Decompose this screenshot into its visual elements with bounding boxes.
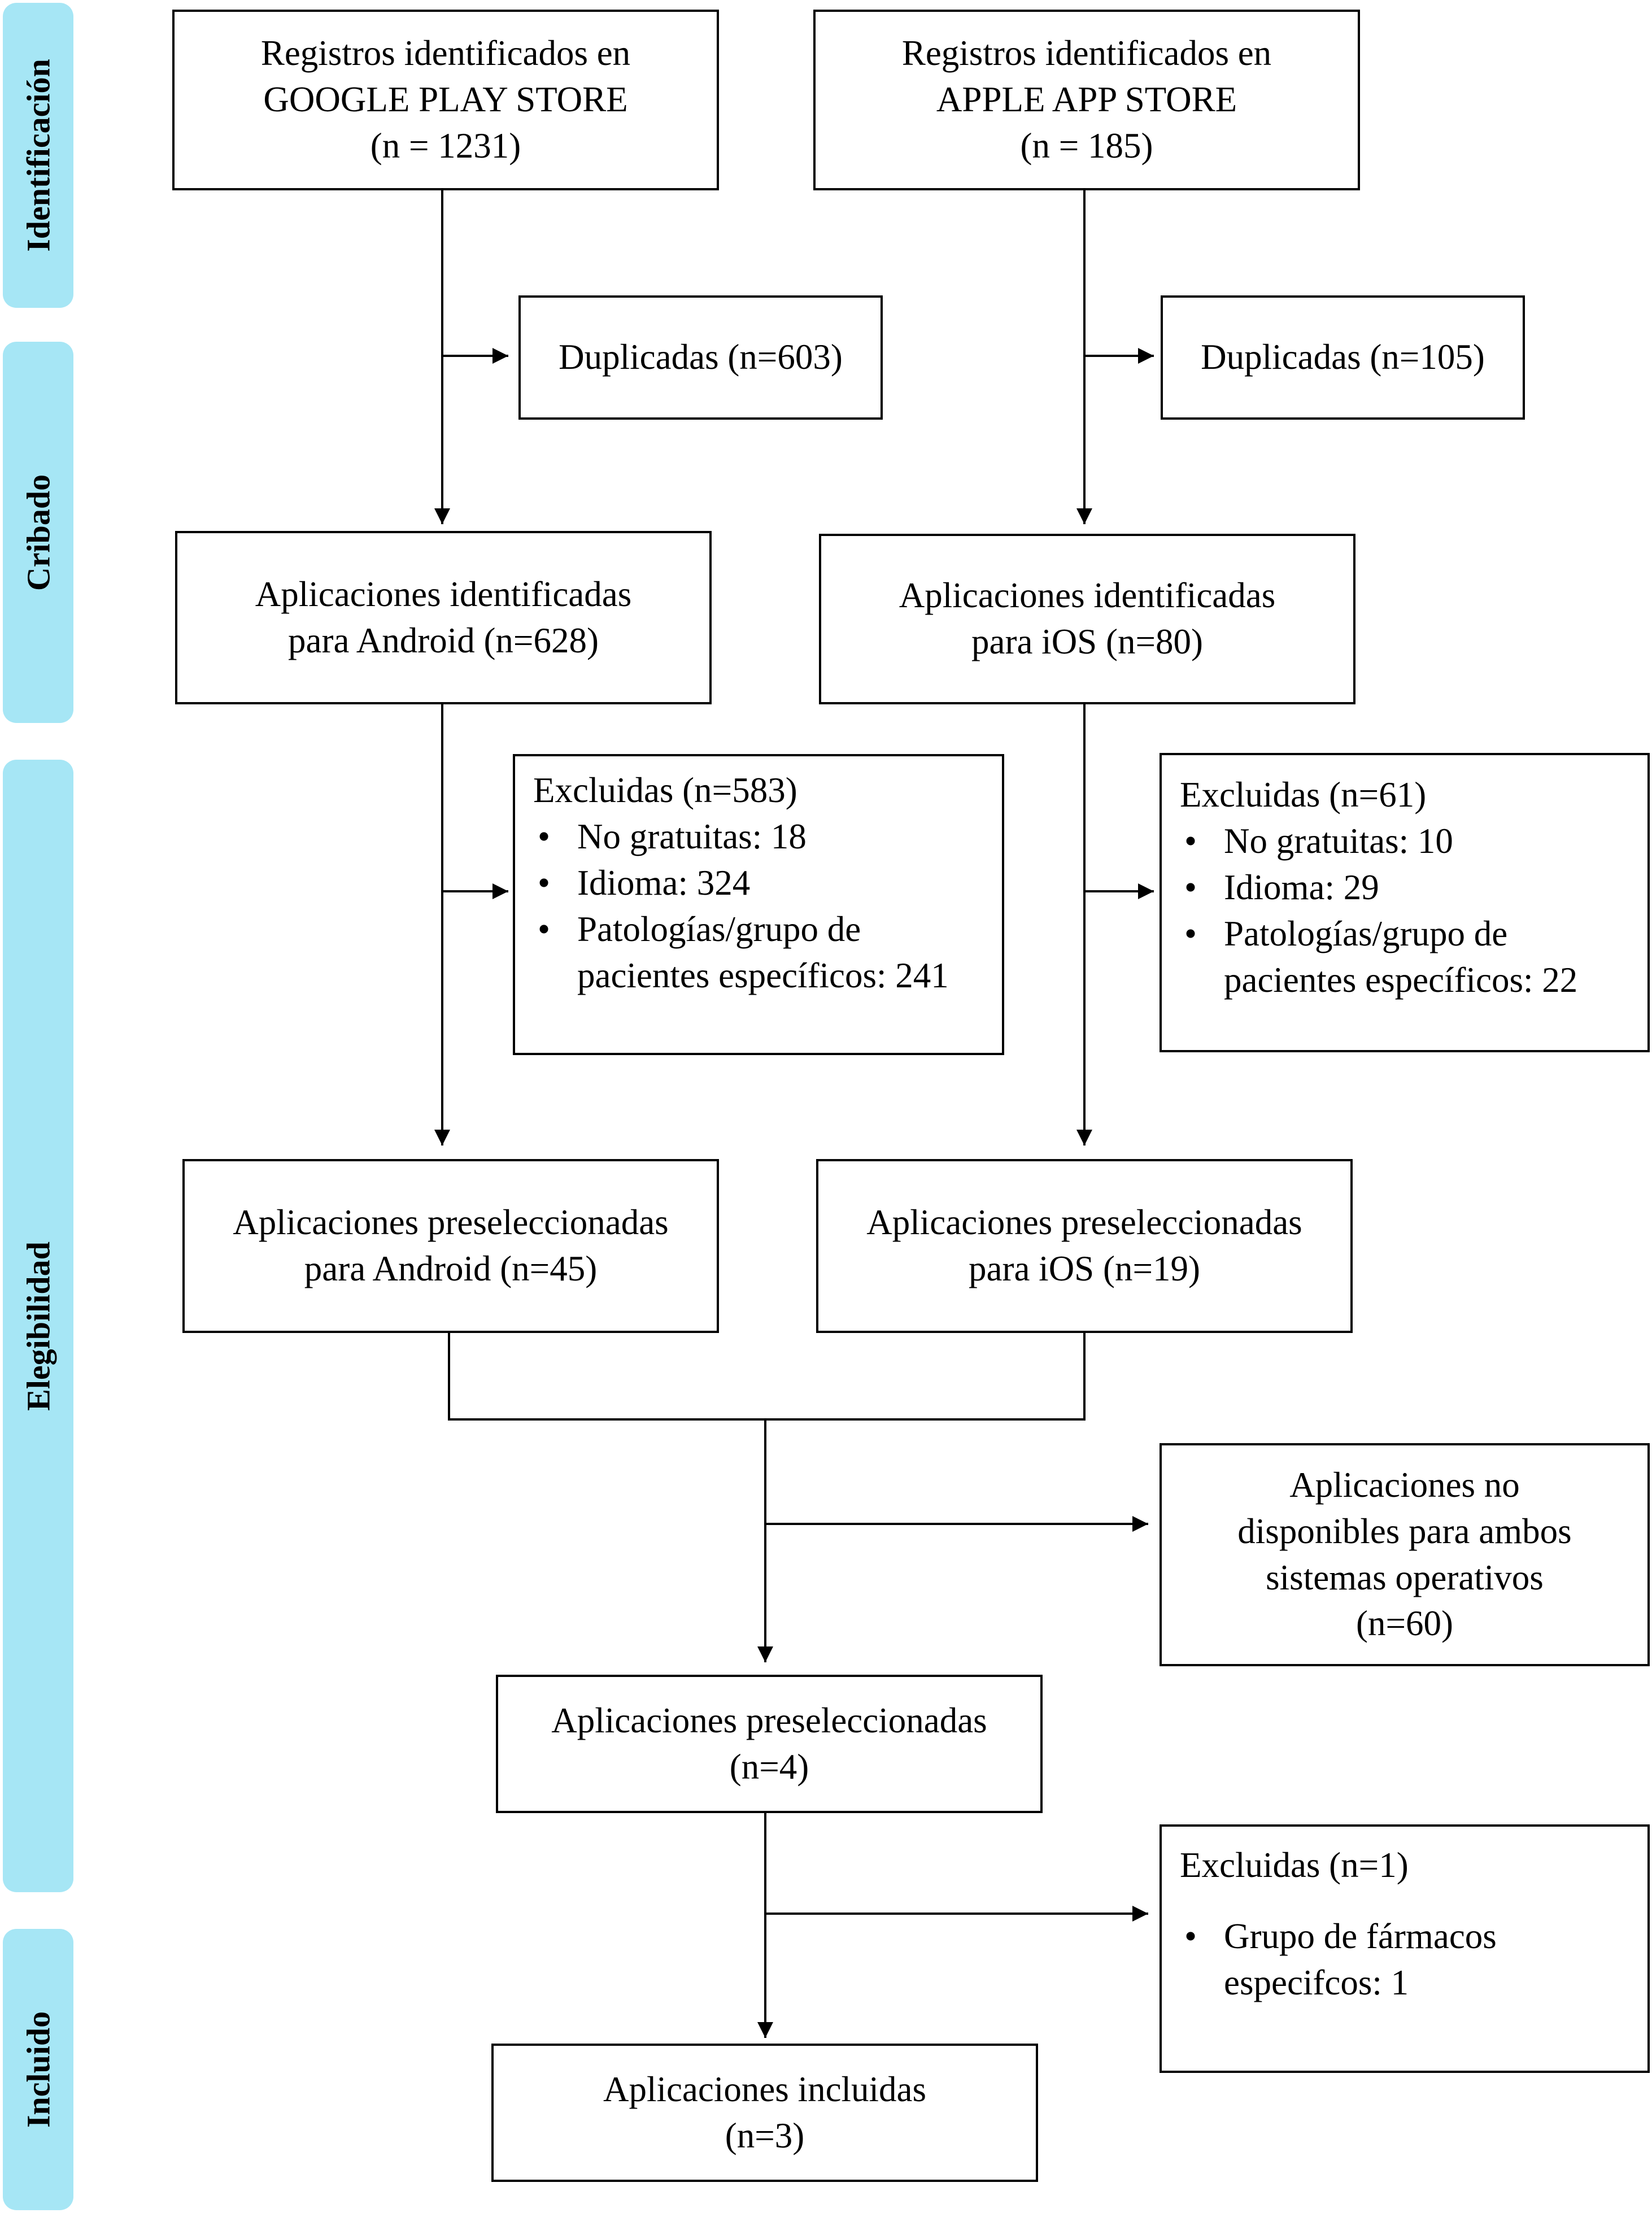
android-preselected-line2: para Android (n=45)	[304, 1249, 598, 1288]
not-available-line1: Aplicaciones no	[1289, 1465, 1520, 1505]
not-available-line2: disponibles para ambos	[1237, 1511, 1572, 1551]
android-duplicates-label: Duplicadas (n=603)	[559, 337, 843, 377]
ios-source-line3: (n = 185)	[1020, 125, 1153, 165]
android-excluded-item-line1: Patologías/grupo de	[577, 909, 861, 949]
ios-source-box: Registros identificados en APPLE APP STO…	[813, 10, 1360, 190]
ios-identified-box: Aplicaciones identificadas para iOS (n=8…	[819, 534, 1355, 704]
not-available-box: Aplicaciones no disponibles para ambos s…	[1160, 1443, 1650, 1666]
ios-identified-line2: para iOS (n=80)	[971, 622, 1203, 661]
ios-excluded-item: No gratuitas: 10	[1180, 818, 1631, 865]
ios-preselected-line1: Aplicaciones preseleccionadas	[866, 1203, 1302, 1243]
ios-preselected-line2: para iOS (n=19)	[969, 1249, 1200, 1288]
excluded-final-item-line1: Grupo de fármacos	[1224, 1916, 1497, 1956]
merge-connector	[448, 1332, 1086, 1421]
phase-band-identification: Identificación	[3, 3, 73, 308]
included-line1: Aplicaciones incluidas	[603, 2069, 927, 2109]
android-excluded-item: No gratuitas: 18	[533, 814, 985, 860]
android-preselected-box: Aplicaciones preseleccionadas para Andro…	[182, 1159, 719, 1333]
phase-band-screening: Cribado	[3, 342, 73, 723]
ios-excluded-box: Excluidas (n=61) No gratuitas: 10 Idioma…	[1160, 753, 1650, 1052]
ios-excluded-item-line1: Patologías/grupo de	[1224, 913, 1508, 953]
android-excluded-title: Excluidas (n=583)	[533, 770, 797, 810]
android-excluded-item: Idioma: 324	[533, 860, 985, 907]
phase-band-eligibility: Elegibilidad	[3, 760, 73, 1892]
preselected-both-line2: (n=4)	[729, 1746, 809, 1787]
android-excluded-item-line2: pacientes específicos: 241	[577, 955, 949, 995]
not-available-line3: sistemas operativos	[1266, 1557, 1544, 1597]
android-source-line1: Registros identificados en	[260, 33, 631, 73]
ios-excluded-item: Patologías/grupo de pacientes específico…	[1180, 911, 1631, 1004]
included-line2: (n=3)	[725, 2115, 805, 2155]
not-available-line4: (n=60)	[1356, 1604, 1453, 1644]
android-preselected-line1: Aplicaciones preseleccionadas	[233, 1203, 669, 1243]
excluded-final-title: Excluidas (n=1)	[1180, 1845, 1409, 1885]
ios-preselected-box: Aplicaciones preseleccionadas para iOS (…	[816, 1159, 1353, 1333]
ios-duplicates-box: Duplicadas (n=105)	[1161, 295, 1525, 420]
android-source-line2: GOOGLE PLAY STORE	[263, 80, 628, 120]
ios-source-line2: APPLE APP STORE	[936, 80, 1237, 120]
android-excluded-box: Excluidas (n=583) No gratuitas: 18 Idiom…	[513, 754, 1004, 1055]
ios-source-line1: Registros identificados en	[901, 33, 1272, 73]
android-excluded-item: Patologías/grupo de pacientes específico…	[533, 907, 985, 999]
included-box: Aplicaciones incluidas (n=3)	[491, 2044, 1038, 2182]
android-identified-box: Aplicaciones identificadas para Android …	[175, 531, 712, 704]
ios-excluded-item-line2: pacientes específicos: 22	[1224, 960, 1578, 1000]
android-duplicates-box: Duplicadas (n=603)	[518, 295, 883, 420]
preselected-both-line1: Aplicaciones preseleccionadas	[551, 1700, 987, 1740]
ios-identified-line1: Aplicaciones identificadas	[899, 576, 1276, 616]
preselected-both-box: Aplicaciones preseleccionadas (n=4)	[496, 1675, 1043, 1813]
android-source-box: Registros identificados en GOOGLE PLAY S…	[172, 10, 719, 190]
ios-excluded-item: Idioma: 29	[1180, 865, 1631, 911]
ios-duplicates-label: Duplicadas (n=105)	[1201, 337, 1485, 377]
android-source-line3: (n = 1231)	[370, 125, 521, 165]
excluded-final-item: Grupo de fármacos especifcos: 1	[1180, 1914, 1631, 2006]
android-identified-line1: Aplicaciones identificadas	[255, 574, 632, 614]
excluded-final-box: Excluidas (n=1) Grupo de fármacos especi…	[1160, 1824, 1650, 2073]
phase-band-included: Incluido	[3, 1929, 73, 2210]
ios-excluded-title: Excluidas (n=61)	[1180, 775, 1427, 814]
android-identified-line2: para Android (n=628)	[288, 620, 599, 660]
excluded-final-item-line2: especifcos: 1	[1224, 1962, 1409, 2002]
